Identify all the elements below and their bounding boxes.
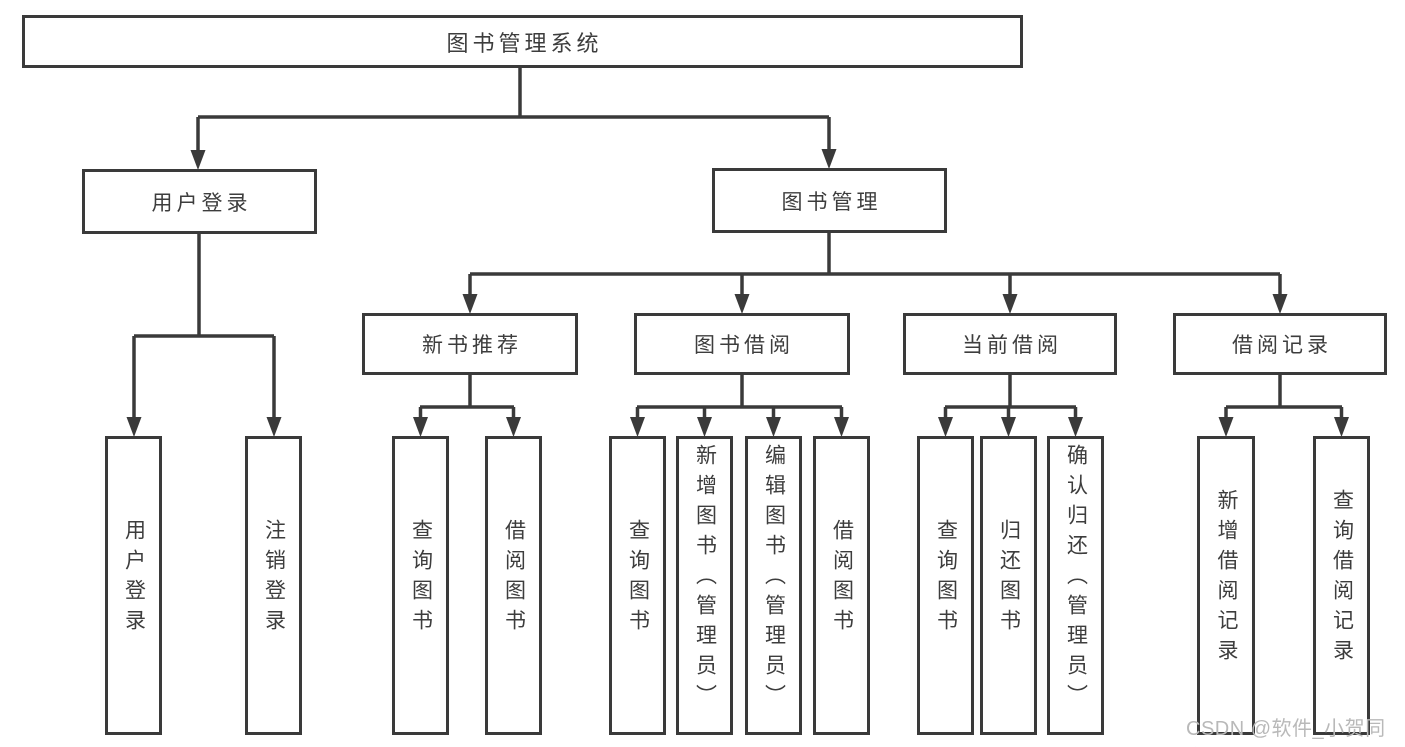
leaf-add-borrow-record: 新增借阅记录: [1197, 436, 1255, 735]
arrowhead-down-icon: [1334, 417, 1349, 437]
leaf-return-books: 归还图书: [980, 436, 1037, 735]
arrowhead-down-icon: [697, 417, 712, 437]
leaf-query-books-1: 查询图书: [392, 436, 449, 735]
leaf-edit-book-admin: 编辑图书（管理员）: [745, 436, 802, 735]
arrowhead-down-icon: [938, 417, 953, 437]
leaf-query-borrow-record: 查询借阅记录: [1313, 436, 1370, 735]
node-book-borrowing: 图书借阅: [634, 313, 850, 375]
leaf-borrow-books-1: 借阅图书: [485, 436, 542, 735]
leaf-query-books-2: 查询图书: [609, 436, 666, 735]
node-library-management-system: 图书管理系统: [22, 15, 1023, 68]
arrowhead-down-icon: [126, 417, 142, 437]
leaf-confirm-return-admin: 确认归还（管理员）: [1047, 436, 1104, 735]
arrowhead-down-icon: [834, 417, 849, 437]
node-new-book-recommendation: 新书推荐: [362, 313, 578, 375]
node-current-borrowing: 当前借阅: [903, 313, 1117, 375]
leaf-add-book-admin: 新增图书（管理员）: [676, 436, 733, 735]
watermark-csdn: CSDN @软件_小贺同学: [1186, 718, 1386, 740]
arrowhead-down-icon: [1218, 417, 1234, 437]
leaf-borrow-books-2: 借阅图书: [813, 436, 870, 735]
node-user-login: 用户登录: [82, 169, 317, 234]
node-borrowing-records: 借阅记录: [1173, 313, 1387, 375]
arrowhead-down-icon: [630, 417, 645, 437]
arrowhead-down-icon: [734, 294, 750, 314]
arrowhead-down-icon: [190, 150, 206, 170]
arrowhead-down-icon: [413, 417, 428, 437]
arrowhead-down-icon: [766, 417, 781, 437]
leaf-query-books-3: 查询图书: [917, 436, 974, 735]
arrowhead-down-icon: [506, 417, 521, 437]
arrowhead-down-icon: [266, 417, 282, 437]
arrowhead-down-icon: [821, 149, 837, 169]
arrowhead-down-icon: [1068, 417, 1083, 437]
leaf-logout-login: 注销登录: [245, 436, 302, 735]
arrowhead-down-icon: [1002, 294, 1018, 314]
arrowhead-down-icon: [462, 294, 478, 314]
arrowhead-down-icon: [1001, 417, 1016, 437]
node-book-management: 图书管理: [712, 168, 947, 233]
arrowhead-down-icon: [1272, 294, 1288, 314]
leaf-user-login: 用户登录: [105, 436, 162, 735]
